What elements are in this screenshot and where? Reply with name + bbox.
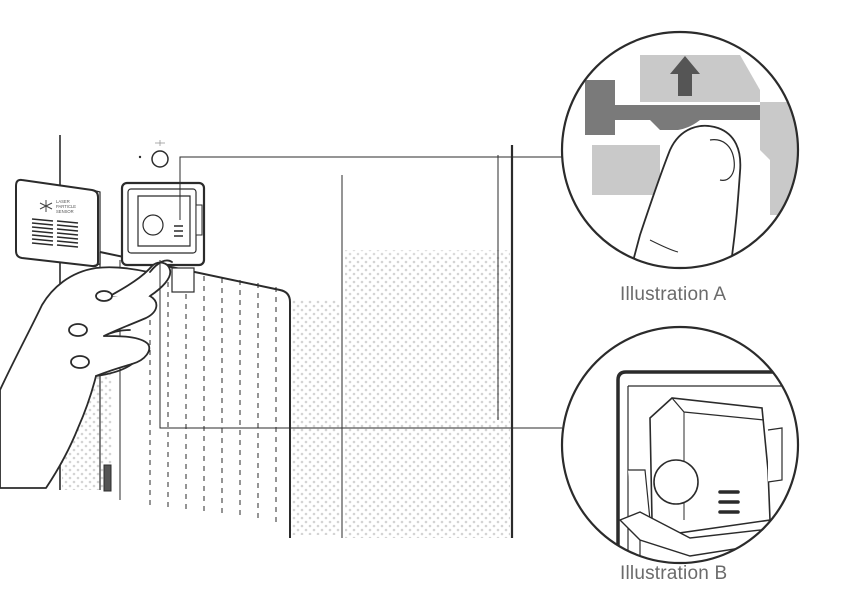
callout-line-b [159, 260, 562, 429]
vent-grille-right [56, 220, 79, 248]
hand-illustration [0, 259, 173, 489]
sensor-housing [120, 140, 206, 267]
sensor-lens-icon [653, 459, 699, 505]
snowflake-logo-icon [39, 200, 53, 212]
illustration-a [560, 30, 800, 270]
logo-line-2: PARTICLE [56, 204, 76, 209]
light-sensor-icon [151, 150, 169, 168]
logo-line-1: LASER [56, 199, 70, 204]
mesh-middle [290, 300, 340, 535]
up-arrow-icon [670, 56, 700, 96]
callout-line-a [179, 156, 562, 220]
magnifier-circle-a [560, 30, 800, 270]
logo-line-3: SENSOR [56, 209, 74, 214]
magnifier-circle-b [560, 325, 800, 565]
caption-illustration-b: Illustration B [620, 563, 728, 584]
sensor-cover: LASER PARTICLE SENSOR [15, 178, 101, 268]
callout-lines [159, 156, 562, 429]
caption-illustration-a: Illustration A [620, 284, 727, 305]
vent-grille-left [31, 218, 54, 246]
illustration-b [560, 325, 800, 565]
